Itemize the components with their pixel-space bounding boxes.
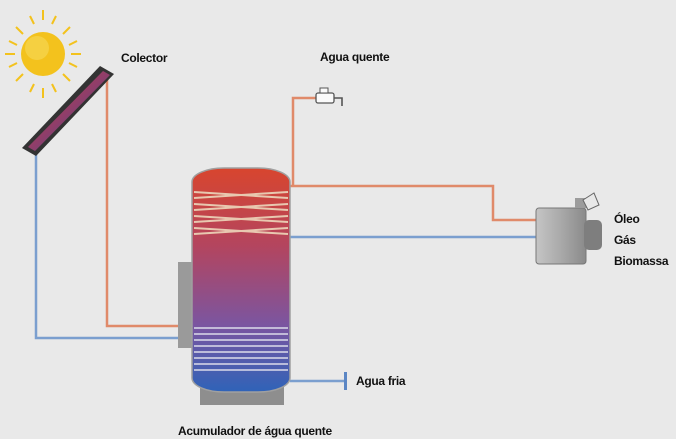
lower-heat-coil [194,327,288,371]
tank-side-module [178,262,192,348]
boiler-icon [535,192,602,265]
solar-collector [22,66,114,156]
hot-pipes [105,74,538,328]
fuel-biomass-label: Biomassa [614,254,669,268]
hot-water-label: Agua quente [320,50,390,64]
fuel-oil-label: Óleo [614,212,640,226]
fuel-gas-label: Gás [614,233,636,247]
sun-icon [5,10,81,98]
tank [178,167,291,405]
tap-icon [315,87,343,106]
cold-water-inlet [344,372,347,390]
cold-pipes [34,152,538,383]
cold-water-label: Agua fria [356,374,406,388]
upper-heat-coil [193,191,289,235]
tank-label: Acumulador de água quente [178,424,332,438]
collector-label: Colector [121,51,168,65]
